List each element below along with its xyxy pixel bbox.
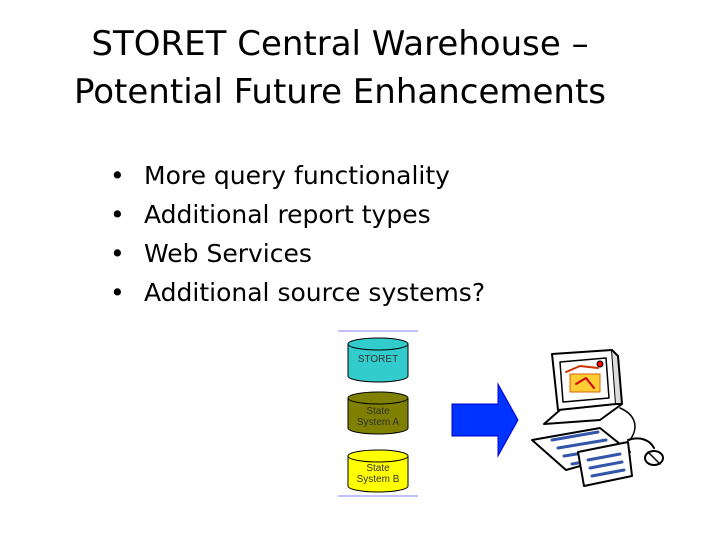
bullet-list: More query functionality Additional repo… (110, 156, 485, 312)
title-line-2: Potential Future Enhancements (73, 72, 607, 112)
computer-clipart-icon (531, 349, 664, 487)
database-label-line: STORET (357, 354, 399, 365)
bullet-item: Additional report types (110, 195, 485, 234)
database-label-line: State (366, 463, 390, 474)
database-storet-icon (347, 337, 409, 383)
database-label-line: System B (356, 474, 400, 485)
database-label-state-b: State System B (348, 463, 408, 485)
database-label-storet: STORET (348, 354, 408, 365)
bullet-item: Additional source systems? (110, 273, 485, 312)
bullet-item: More query functionality (110, 156, 485, 195)
title-line-1: STORET Central Warehouse – (91, 24, 589, 64)
database-label-line: State (366, 406, 390, 417)
slide-title: STORET Central Warehouse – Potential Fut… (40, 20, 640, 116)
bullet-item: Web Services (110, 234, 485, 273)
database-label-state-a: State System A (348, 406, 408, 428)
database-state-system-b-icon (347, 449, 409, 493)
database-state-system-a-icon (347, 391, 409, 435)
right-arrow-icon (451, 382, 519, 458)
database-label-line: System A (356, 417, 400, 428)
